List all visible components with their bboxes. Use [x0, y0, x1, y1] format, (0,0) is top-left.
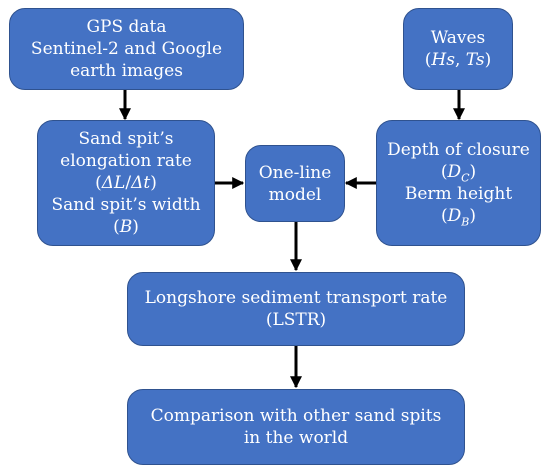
- closure-dc-symbol: (DC): [440, 162, 477, 185]
- spit-line-2: elongation rate: [60, 151, 192, 171]
- gps-line-2: Sentinel-2 and Google: [30, 39, 223, 59]
- model-line-1: One-line: [258, 162, 332, 183]
- spit-line-1: Sand spit’s: [78, 129, 174, 149]
- lstr-line-2: (LSTR): [265, 310, 327, 330]
- model-line-2: model: [268, 184, 322, 205]
- comparison-line-1: Comparison with other sand spits: [150, 406, 442, 426]
- waves-params: (Hs, Ts): [424, 50, 492, 70]
- closure-line-3: Berm height: [404, 184, 513, 204]
- box-lstr: Longshore sediment transport rate (LSTR): [127, 272, 465, 346]
- box-one-line-model: One-line model: [245, 145, 345, 222]
- spit-rate-symbol: (ΔL/Δt): [95, 173, 157, 193]
- box-depth-of-closure: Depth of closure (DC) Berm height (DB): [376, 120, 541, 246]
- spit-line-4: Sand spit’s width: [51, 195, 201, 215]
- box-waves: Waves (Hs, Ts): [403, 8, 513, 90]
- spit-width-symbol: (B): [113, 217, 139, 237]
- waves-line-1: Waves: [430, 28, 486, 48]
- box-comparison: Comparison with other sand spits in the …: [127, 389, 465, 465]
- box-sand-spit: Sand spit’s elongation rate (ΔL/Δt) Sand…: [37, 120, 215, 246]
- closure-line-1: Depth of closure: [387, 140, 530, 160]
- comparison-line-2: in the world: [243, 428, 349, 448]
- closure-db-symbol: (DB): [440, 206, 476, 229]
- gps-line-1: GPS data: [86, 17, 167, 37]
- box-gps-data: GPS data Sentinel-2 and Google earth ima…: [9, 8, 244, 90]
- lstr-line-1: Longshore sediment transport rate: [144, 288, 448, 308]
- gps-line-3: earth images: [70, 61, 183, 81]
